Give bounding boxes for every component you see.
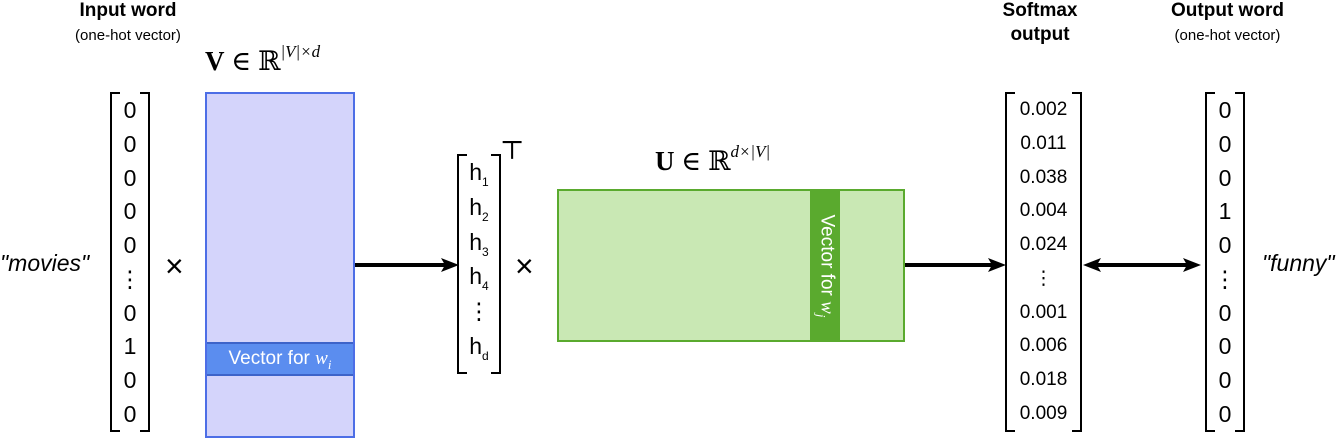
softmax-value: 0.018 [1019,369,1068,391]
hidden-vector-entry: h1 [469,160,488,194]
u-column-vector-wj: Vector for wj [810,191,840,340]
v-matrix-label: V ∈ ℝ|V|×d [205,42,320,77]
output-vector-entry: 0 [1218,400,1232,427]
input-vector-entry: 0 [123,97,137,123]
arrow-to-softmax [905,258,1006,272]
v-row-sub: i [327,356,332,372]
softmax-value: 0.004 [1019,200,1068,222]
input-vector-entry: 0 [123,400,137,427]
input-word-label: "movies" [0,250,90,276]
hidden-entry-base: h [469,332,483,359]
input-vector-entry: 0 [123,299,137,326]
hidden-entry-base: h [469,159,483,185]
softmax-value: 0.006 [1019,335,1068,357]
multiply-sign-1: × [165,248,184,284]
input-vector-entry: 0 [123,232,137,259]
output-word-label: "funny" [1262,250,1335,276]
hidden-entry-subscript: d [482,348,489,363]
right-bracket [491,154,501,374]
right-bracket [1235,92,1245,432]
input-word-subtitle: (one-hot vector) [75,27,181,44]
hidden-entry-base: h [469,263,483,290]
output-vector-entry: 0 [1218,232,1232,259]
u-matrix: Vector for wj [557,189,905,342]
output-vector-entry: 0 [1218,164,1232,191]
left-bracket [1005,92,1015,432]
u-col-var: w [816,300,838,314]
softmax-value: 0.001 [1019,301,1068,323]
input-vector-entry: 0 [123,367,137,394]
hidden-entry-base: ⋮ [467,298,491,325]
output-vector-entry: 0 [1218,299,1232,326]
u-column-label-wrap: Vector for wj [813,214,838,317]
input-vector-entry: 0 [123,130,137,157]
output-one-hot-vector: 0 0 0 1 0 ⋮ 0 0 0 0 [1205,92,1245,432]
softmax-vector-entries: 0.002 0.011 0.038 0.004 0.024 ⋮ 0.001 0.006 0.01… [1005,98,1082,426]
v-row-vector-wi: Vector for wi [207,342,353,376]
v-real-set: ℝ [258,46,281,76]
right-bracket [140,92,150,432]
left-bracket [110,92,120,432]
hidden-entry-base: h [469,228,483,255]
v-row-var: w [315,348,328,369]
softmax-vector: 0.002 0.011 0.038 0.004 0.024 ⋮ 0.001 0.006 0.01… [1005,92,1082,432]
v-row-label: Vector for [228,348,316,369]
input-one-hot-vector: 0 0 0 0 0 ⋮ 0 1 0 0 [110,92,150,432]
output-vector-entry: ⋮ [1213,265,1237,292]
output-vector-entry: 0 [1218,333,1232,360]
right-bracket [1072,92,1082,432]
output-word-subtitle: (one-hot vector) [1174,27,1281,44]
output-word-title: Output word [1171,0,1284,21]
hidden-entry-subscript: 2 [482,209,489,224]
v-matrix: Vector for wi [205,92,355,438]
input-vector-entries: 0 0 0 0 0 ⋮ 0 1 0 0 [110,98,150,426]
double-arrow-compare [1083,258,1201,272]
output-vector-entry: 1 [1218,198,1232,225]
softmax-title-line1: Softmax [1002,0,1078,21]
hidden-entry-base: h [469,193,483,220]
hidden-vector-entry: ⋮ [468,299,491,333]
multiply-sign-2: × [515,248,534,284]
input-vector-entry: 0 [123,198,137,225]
u-symbol: U [655,146,675,176]
input-vector-entry: ⋮ [118,265,142,292]
hidden-entry-subscript: 4 [482,279,489,294]
output-vector-entry: 0 [1218,97,1232,123]
u-dimension: d×|V| [730,142,771,161]
softmax-value: ⋮ [1034,267,1053,289]
hidden-vector-entry: hd [469,334,488,368]
u-in-symbol: ∈ [681,146,702,176]
input-word-title: Input word [79,0,177,21]
v-symbol: V [205,46,225,76]
softmax-title-line2: output [1010,24,1070,45]
transpose-symbol: ⊤ [500,136,525,165]
hidden-entry-subscript: 3 [482,244,489,259]
softmax-value: 0.038 [1019,166,1068,188]
left-bracket [457,154,467,374]
output-vector-entry: 0 [1218,130,1232,157]
hidden-entry-subscript: 1 [482,175,489,189]
input-vector-entry: 0 [123,164,137,191]
v-dimension: |V|×d [280,42,321,61]
softmax-value: 0.002 [1019,99,1068,120]
u-col-label: Vector for [816,214,838,301]
input-vector-entry: 1 [123,333,137,360]
left-bracket [1205,92,1215,432]
u-real-set: ℝ [708,146,731,176]
softmax-value: 0.024 [1019,234,1068,256]
hidden-vector-entry: h4 [469,264,488,298]
output-vector-entry: 0 [1218,367,1232,394]
u-col-sub: j [813,313,829,317]
hidden-vector-entry: h3 [469,230,488,264]
softmax-value: 0.009 [1019,402,1068,424]
v-in-symbol: ∈ [231,46,252,76]
arrow-to-hidden [355,258,459,272]
output-vector-entries: 0 0 0 1 0 ⋮ 0 0 0 0 [1205,98,1245,426]
u-matrix-label: U ∈ ℝd×|V| [655,142,770,177]
hidden-vector-entry: h2 [469,195,488,229]
softmax-value: 0.011 [1020,132,1067,154]
